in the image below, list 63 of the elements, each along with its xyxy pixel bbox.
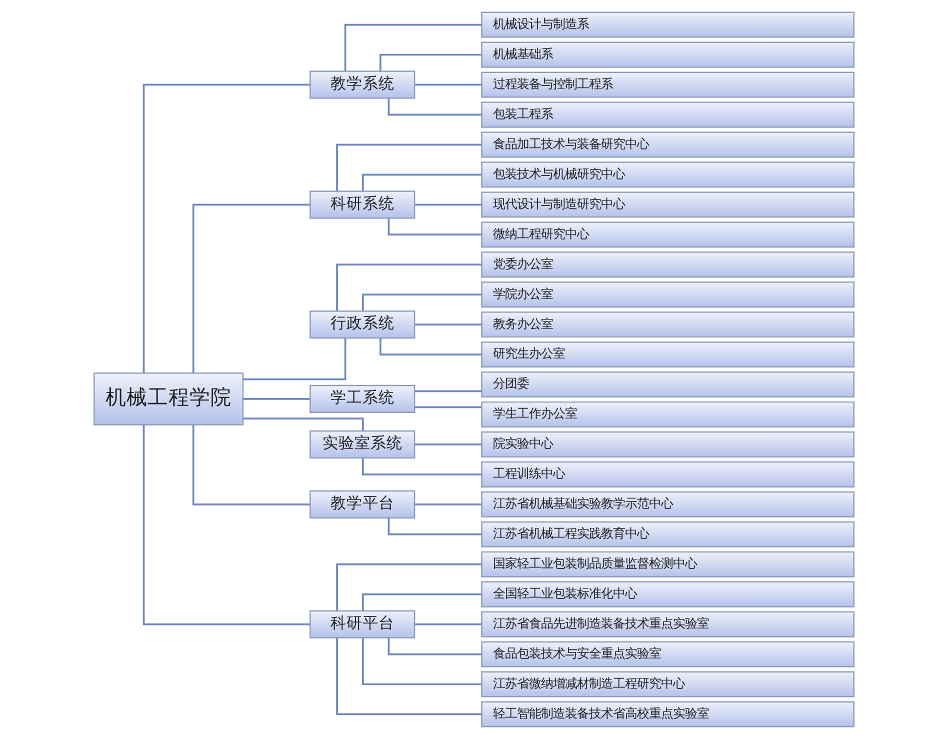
- node-box: 江苏省机械基础实验教学示范中心: [481, 491, 854, 518]
- node-box: 教务办公室: [481, 312, 854, 338]
- node-box: 院实验中心: [481, 431, 854, 458]
- node-box: 微纳工程研究中心: [481, 222, 854, 248]
- node-box: 国家轻工业包装制品质量监督检测中心: [481, 551, 854, 578]
- connector: [362, 593, 482, 611]
- node-box: 分团委: [481, 371, 854, 398]
- node-box: 教学平台: [310, 490, 416, 518]
- connector: [388, 218, 482, 236]
- connector: [414, 623, 482, 626]
- node-box: 江苏省机械工程实践教育中心: [481, 521, 854, 548]
- node-box: 江苏省食品先进制造装备技术重点实验室: [481, 611, 854, 638]
- node-box: 机械设计与制造系: [481, 12, 854, 38]
- connector: [414, 503, 482, 506]
- connector: [362, 294, 482, 311]
- connector: [362, 174, 482, 192]
- connector: [414, 390, 482, 392]
- node-box: 学工系统: [310, 384, 416, 414]
- connector: [388, 98, 482, 116]
- node-box: 科研平台: [310, 610, 416, 638]
- node-box: 学生工作办公室: [481, 401, 854, 428]
- connector: [362, 638, 482, 686]
- node-box: 教学系统: [310, 70, 416, 99]
- node-box: 过程装备与控制工程系: [481, 72, 854, 98]
- connector: [388, 638, 482, 656]
- node-box: 包装工程系: [481, 102, 854, 128]
- node-box: 食品加工技术与装备研究中心: [481, 132, 854, 158]
- connector: [192, 425, 310, 506]
- node-box: 科研系统: [310, 190, 416, 219]
- connector: [414, 444, 482, 446]
- node-box: 机械工程学院: [94, 372, 244, 426]
- connector: [142, 84, 310, 373]
- node-box: 研究生办公室: [481, 342, 854, 368]
- connector: [414, 406, 482, 408]
- connector: [243, 398, 310, 400]
- node-box: 江苏省微纳增减材制造工程研究中心: [481, 671, 854, 698]
- connector: [414, 324, 482, 326]
- connector: [336, 638, 482, 716]
- node-box: 行政系统: [310, 310, 416, 339]
- connector: [336, 144, 482, 192]
- connector: [414, 84, 482, 86]
- node-box: 包装技术与机械研究中心: [481, 162, 854, 188]
- node-box: 全国轻工业包装标准化中心: [481, 581, 854, 608]
- connector: [336, 563, 482, 611]
- connector: [243, 338, 346, 380]
- connector: [362, 458, 482, 476]
- connector: [414, 204, 482, 206]
- connector: [243, 418, 364, 431]
- connector: [142, 424, 310, 626]
- node-box: 工程训练中心: [481, 461, 854, 488]
- connector: [380, 338, 482, 356]
- node-box: 学院办公室: [481, 282, 854, 308]
- connector: [344, 24, 482, 72]
- connector: [380, 54, 482, 72]
- node-box: 轻工智能制造装备技术省高校重点实验室: [481, 701, 854, 728]
- node-box: 机械基础系: [481, 42, 854, 68]
- node-box: 党委办公室: [481, 252, 854, 278]
- connector: [192, 204, 310, 373]
- node-box: 现代设计与制造研究中心: [481, 192, 854, 218]
- node-box: 实验室系统: [310, 430, 416, 458]
- node-box: 食品包装技术与安全重点实验室: [481, 641, 854, 668]
- connector: [388, 518, 482, 536]
- connector: [336, 264, 482, 311]
